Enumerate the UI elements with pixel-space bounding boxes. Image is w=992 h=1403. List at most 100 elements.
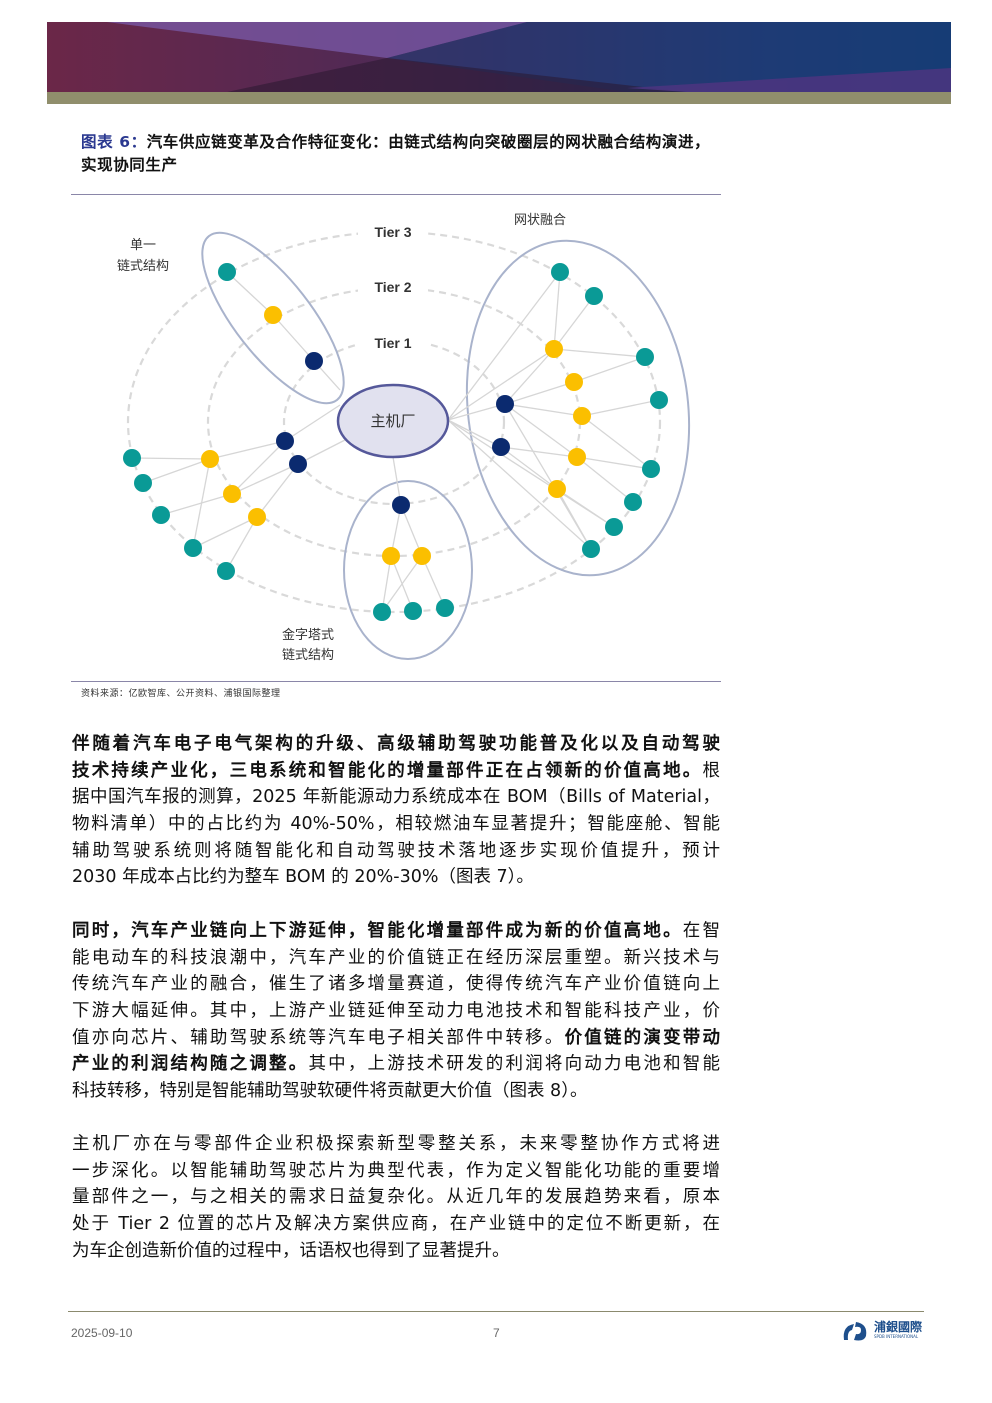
link-line (504, 403, 583, 417)
pyramid-label-1: 金字塔式 (282, 627, 334, 643)
bold-text: 技术持续产业化，三电系统和智能化的增量部件正在占领新的价值高地。 (72, 760, 703, 781)
body-text: 为车企创造新价值的过程中，话语权也得到了显著提升。 (72, 1240, 510, 1261)
body-text: 量部件之一，与之相关的需求日益复杂化。从近几年的发展趋势来看，原本 (72, 1187, 720, 1208)
figure-top-rule (71, 194, 721, 195)
link-line (556, 488, 615, 528)
link-line (553, 295, 595, 350)
figure-bottom-rule (71, 681, 721, 682)
tier3-node (642, 460, 660, 478)
link-line (504, 403, 578, 458)
company-logo: 浦銀國際 SPDB INTERNATIONAL (840, 1318, 930, 1344)
link-line (284, 404, 341, 442)
text-line: 主机厂亦在与零部件企业积极探索新型零整关系，未来零整协作方式将进 (72, 1131, 720, 1158)
pyramid-outline (343, 480, 473, 660)
tier3-node (585, 287, 603, 305)
text-line: 能电动车的科技浪潮中，汽车产业的价值链正在经历深层重塑。新兴技术与 (72, 945, 720, 972)
link-line (581, 399, 660, 417)
link-line (381, 555, 392, 613)
single-chain-outline (201, 231, 345, 405)
tier2-node (573, 407, 591, 425)
body-text: 根 (702, 760, 721, 781)
text-line: 值亦向芯片、辅助驾驶系统等汽车电子相关部件中转移。价值链的演变带动 (72, 1025, 720, 1052)
tier2-node (565, 373, 583, 391)
text-line: 辅助驾驶系统则将随智能化和自动驾驶技术落地逐步实现价值提升，预计 (72, 838, 720, 865)
link-line (160, 493, 233, 516)
tier3-node (551, 263, 569, 281)
tier3-node (624, 493, 642, 511)
link-line (500, 446, 558, 490)
link-line (131, 457, 211, 460)
text-line: 技术持续产业化，三电系统和智能化的增量部件正在占领新的价值高地。根 (72, 758, 720, 785)
link-line (142, 458, 211, 484)
tier3-node (123, 449, 141, 467)
link-line (381, 555, 423, 613)
mesh-outline (465, 239, 691, 577)
body-text: 处于 Tier 2 位置的芯片及解决方案供应商，在产业链中的定位不断更新，在 (72, 1214, 720, 1235)
text-line: 处于 Tier 2 位置的芯片及解决方案供应商，在产业链中的定位不断更新，在 (72, 1211, 720, 1238)
tier3-node (373, 603, 391, 621)
link-line (225, 516, 258, 572)
link-line (231, 463, 299, 495)
bold-text: 产业的利润结构随之调整。 (72, 1054, 309, 1075)
body-text: 据中国汽车报的测算，2025 年新能源动力系统成本在 BOM（Bills of … (72, 787, 720, 808)
body-text: 主机厂亦在与零部件企业积极探索新型零整关系，未来零整协作方式将进 (72, 1134, 720, 1154)
link-line (272, 314, 315, 362)
bold-text: 同时，汽车产业链向上下游延伸，智能化增量部件成为新的价值高地。 (72, 921, 683, 941)
link-line (447, 348, 555, 421)
link-line (400, 504, 423, 557)
paragraph-1: 伴随着汽车电子电气架构的升级、高级辅助驾驶功能普及化以及自动驾驶技术持续产业化，… (72, 731, 720, 891)
link-line (209, 440, 286, 460)
logo-mark-icon (843, 1322, 867, 1341)
paragraph-3: 主机厂亦在与零部件企业积极探索新型零整关系，未来零整协作方式将进一步深化。以智能… (72, 1131, 720, 1264)
tier3-node (605, 518, 623, 536)
mesh-group-label: 网状融合 (514, 213, 566, 228)
footer-rule (68, 1311, 924, 1312)
text-line: 产业的利润结构随之调整。其中，上游技术研发的利润将向动力电池和智能 (72, 1051, 720, 1078)
figure-source: 资料来源：亿欧智库、公开资料、浦银国际整理 (81, 689, 281, 699)
pyramid-label-2: 链式结构 (282, 648, 334, 663)
oem-node (336, 383, 450, 459)
header-banner (47, 22, 951, 92)
tier3-node (152, 506, 170, 524)
tier2-node (548, 480, 566, 498)
tier1-node (496, 395, 514, 413)
tier3-node (217, 562, 235, 580)
body-text: 2030 年成本占比约为整车 BOM 的 20%-30%（图表 7）。 (72, 867, 534, 888)
text-line: 科技转移，特别是智能辅助驾驶软硬件将贡献更大价值（图表 8）。 (72, 1078, 720, 1105)
tier3-node (650, 391, 668, 409)
tier3-node (184, 539, 202, 557)
link-line (553, 271, 561, 350)
tier3-node (582, 540, 600, 558)
body-text: 下游大幅延伸。其中，上游产业链延伸至动力电池技术和智能科技产业，价 (72, 1001, 720, 1022)
link-line (447, 419, 502, 448)
tier2-node (201, 450, 219, 468)
text-line: 量部件之一，与之相关的需求日益复杂化。从近几年的发展趋势来看，原本 (72, 1184, 720, 1211)
tier3-node (404, 602, 422, 620)
figure-title-text: 汽车供应链变革及合作特征变化：由链式结构向突破圈层的网状融合结构演进，实现协同生… (81, 133, 711, 174)
tier2-node (545, 340, 563, 358)
tier1-node (276, 432, 294, 450)
link-line (447, 271, 561, 421)
body-text: 科技转移，特别是智能辅助驾驶软硬件将贡献更大价值（图表 8）。 (72, 1081, 588, 1102)
logo-text-cn: 浦銀國際 (874, 1320, 923, 1334)
logo-text-en: SPDB INTERNATIONAL (874, 1334, 919, 1339)
text-line: 2030 年成本占比约为整车 BOM 的 20%-30%（图表 7）。 (72, 864, 720, 891)
text-line: 物料清单）中的占比约为 40%-50%，相较燃油车显著提升；智能座舱、智能 (72, 811, 720, 838)
header-strip (47, 92, 951, 104)
footer-date: 2025-09-10 (71, 1326, 133, 1340)
text-line: 同时，汽车产业链向上下游延伸，智能化增量部件成为新的价值高地。在智 (72, 918, 720, 945)
link-line (581, 415, 652, 470)
link-line (231, 440, 286, 495)
link-line (447, 403, 506, 421)
tier2-node (382, 547, 400, 565)
bold-text: 伴随着汽车电子电气架构的升级、高级辅助驾驶功能普及化以及自动驾驶 (72, 734, 720, 754)
body-text: 物料清单）中的占比约为 40%-50%，相较燃油车显著提升；智能座舱、智能 (72, 814, 720, 835)
text-line: 一步深化。以智能辅助驾驶芯片为典型代表，作为定义智能化功能的重要增 (72, 1158, 720, 1185)
link-line (553, 348, 646, 358)
link-line (573, 356, 646, 383)
link-line (576, 456, 652, 470)
tier1-node (289, 455, 307, 473)
paragraph-2: 同时，汽车产业链向上下游延伸，智能化增量部件成为新的价值高地。在智能电动车的科技… (72, 918, 720, 1105)
tier3-node (134, 474, 152, 492)
single-chain-label-1: 单一 (130, 238, 156, 253)
